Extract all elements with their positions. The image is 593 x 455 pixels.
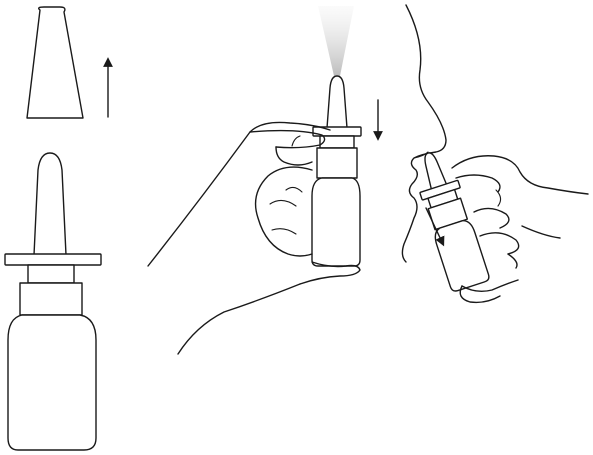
bottle-pump-lower [20,283,82,315]
panel-remove-cap [5,7,108,450]
held-bottle-neck [317,148,357,178]
held-bottle-body [312,178,360,266]
bottle-nozzle [34,153,66,255]
bottle-pump-upper [28,265,74,283]
bottle-collar [5,254,101,265]
held-bottle-pump [320,136,354,148]
spray-bottle [5,153,101,450]
panel-prime-spray [148,6,378,354]
bottle-cap [27,7,83,118]
spray-bottle-held [312,76,361,266]
spray-mist [318,6,354,76]
spray-bottle-inserted [409,147,490,293]
bottle-body [8,315,96,450]
held-bottle-nozzle [327,76,347,128]
panel-spray-into-nostril [402,5,588,302]
